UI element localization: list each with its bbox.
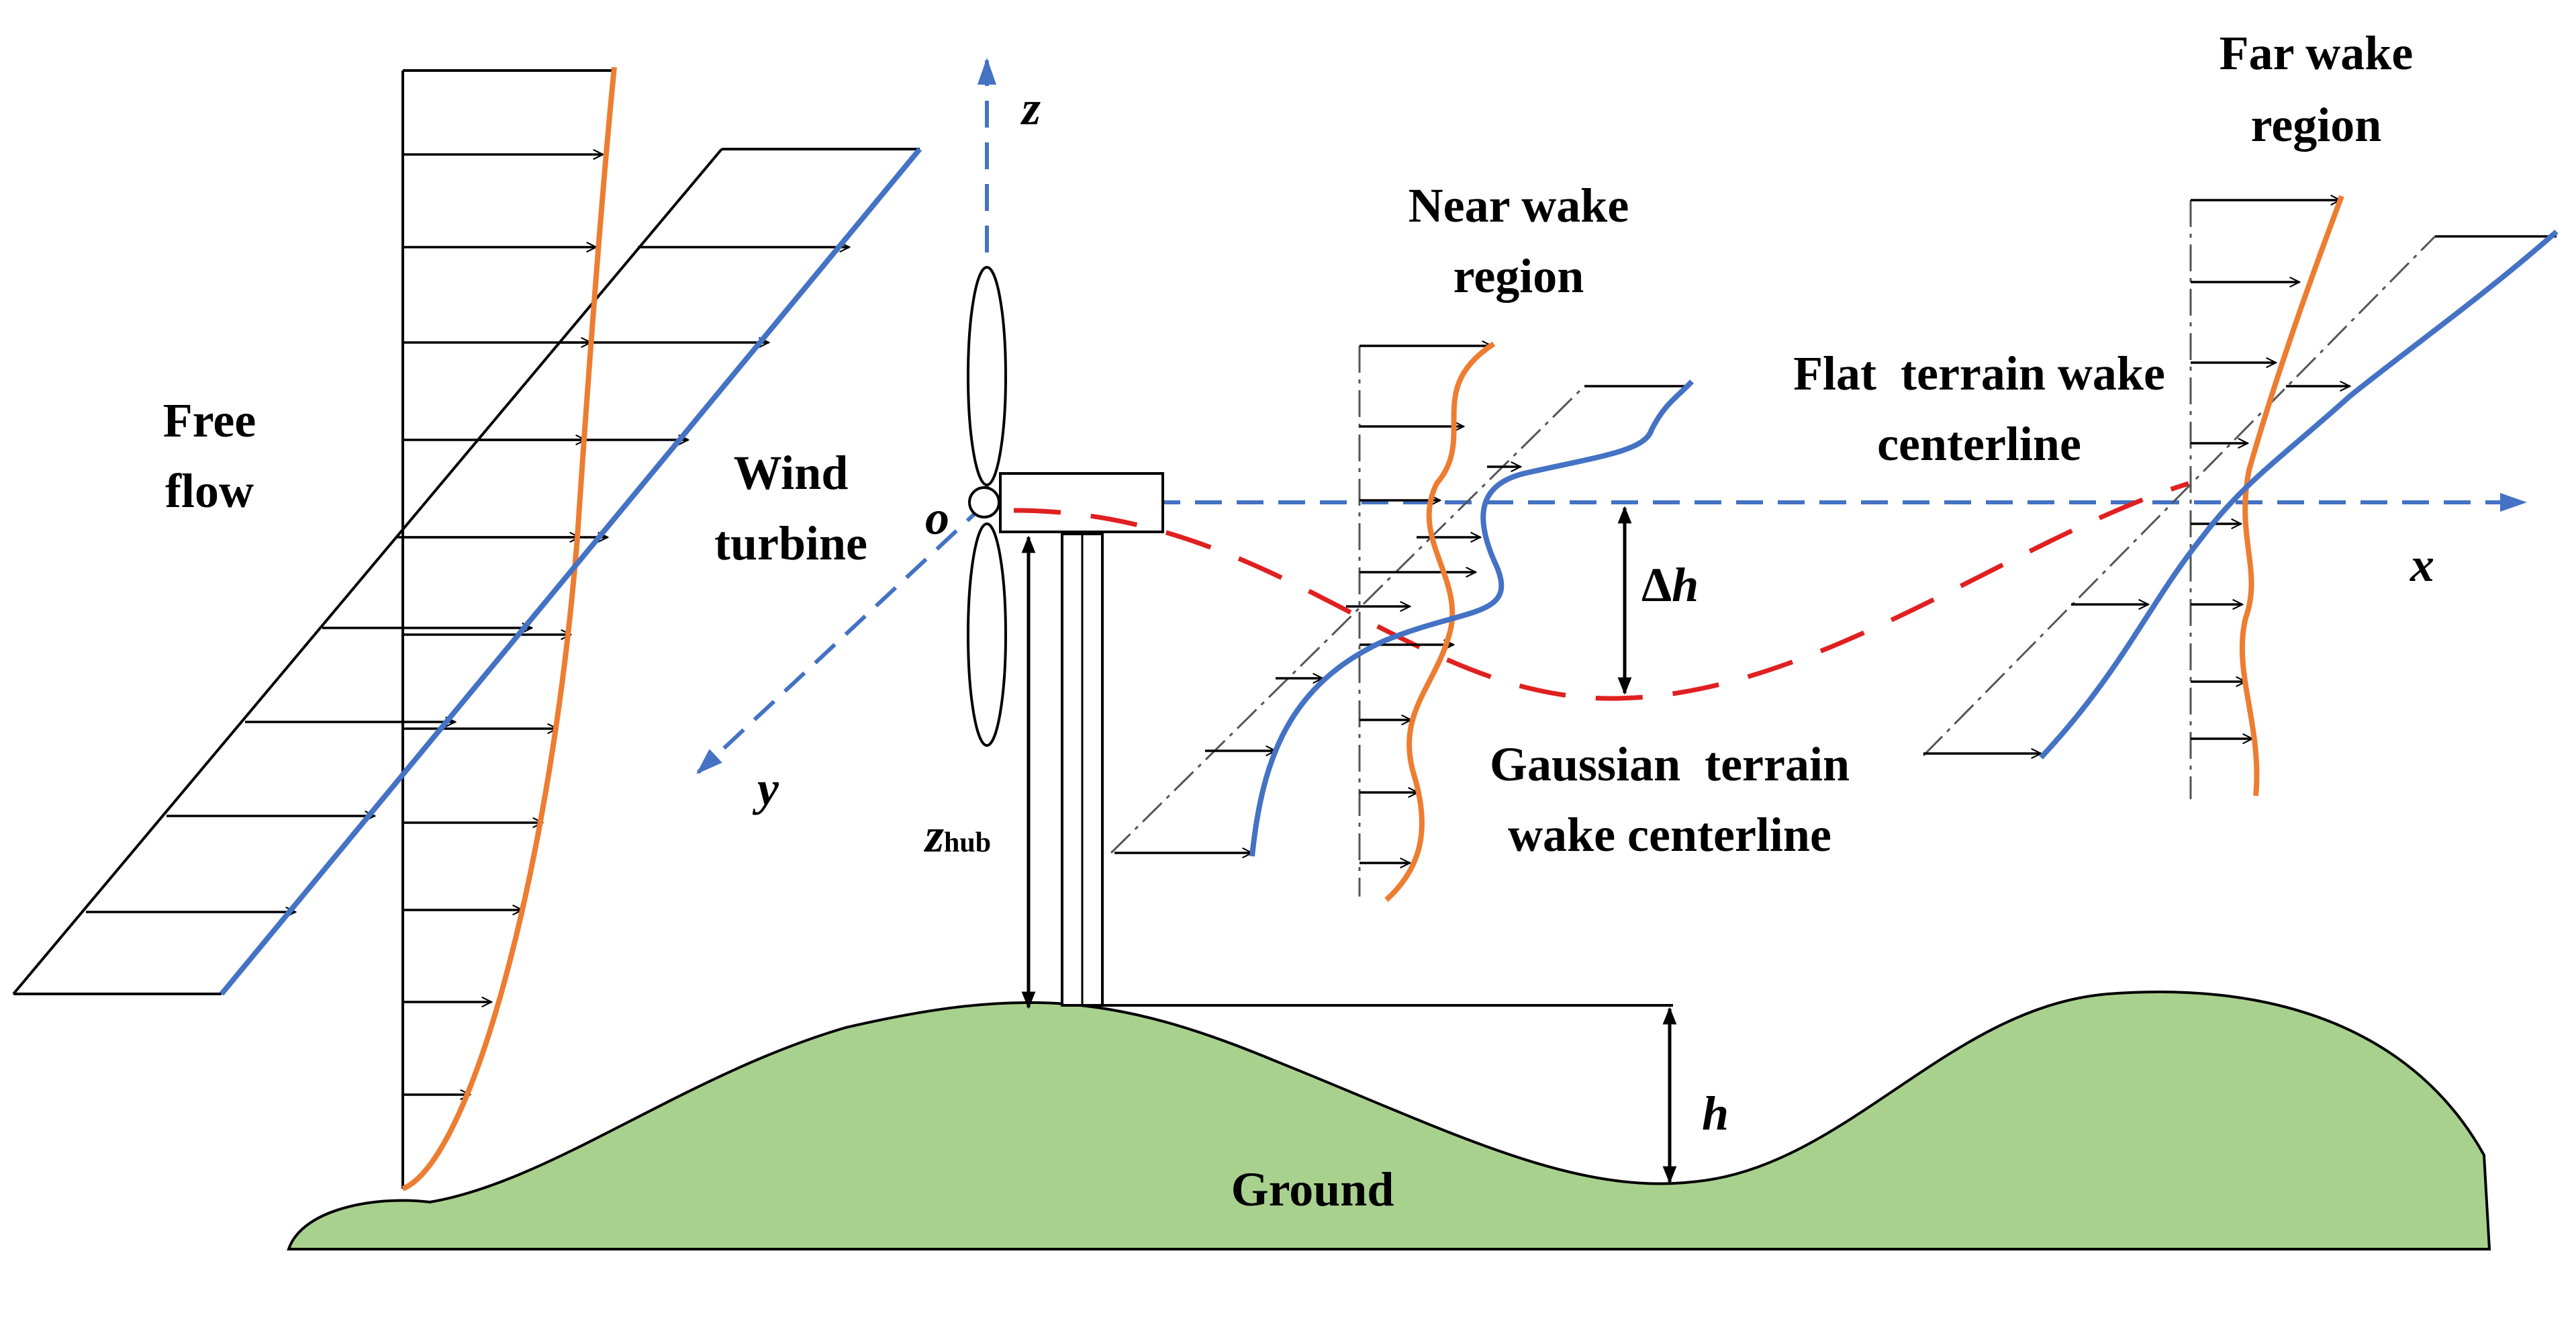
near-wake-label-line1: Near wake bbox=[1409, 179, 1629, 232]
flat-centerline-label-line2: centerline bbox=[1877, 417, 2081, 471]
turbine-blade-lower bbox=[967, 522, 1007, 747]
near-wake-label-line2: region bbox=[1453, 249, 1584, 303]
free-flow-label-line1: Free bbox=[163, 394, 256, 447]
y-axis bbox=[696, 500, 989, 774]
wind-turbine-label-line1: Wind bbox=[734, 446, 849, 500]
turbine-nacelle bbox=[999, 472, 1164, 533]
turbine-blade-upper bbox=[967, 266, 1007, 486]
free-flow-label-line2: flow bbox=[165, 464, 254, 518]
origin-label: o bbox=[925, 491, 949, 545]
delta-h-symbol: Δ bbox=[1641, 558, 1672, 612]
far-wake-profiles bbox=[1922, 195, 2559, 799]
ground-hills bbox=[287, 991, 2491, 1250]
wind-turbine bbox=[967, 266, 1164, 1007]
flat-centerline-label-line1: Flat terrain wake bbox=[1793, 347, 2165, 400]
z-axis-label: z bbox=[1020, 81, 1041, 135]
wind-turbine-label-line2: turbine bbox=[714, 516, 867, 570]
labels: Free flow Wind turbine o z x y Near wake… bbox=[163, 26, 2434, 1216]
z-hub-subscript: hub bbox=[944, 827, 991, 858]
y-axis-label: y bbox=[752, 762, 779, 815]
z-hub-label: zhub bbox=[923, 809, 991, 862]
far-wake-label-line2: region bbox=[2251, 98, 2382, 152]
x-axis-label: x bbox=[2410, 538, 2434, 592]
near-wake-lateral-profile bbox=[1249, 379, 1694, 857]
far-wake-lateral-profile bbox=[2039, 229, 2559, 760]
terrain-height-label: h bbox=[1702, 1087, 1729, 1140]
terrain-height-dimension bbox=[1101, 1004, 1677, 1184]
near-wake-vertical-profile bbox=[1384, 341, 1496, 902]
delta-h-variable: h bbox=[1672, 558, 1699, 612]
turbine-hub bbox=[968, 486, 1000, 518]
near-wake-profiles bbox=[1110, 341, 1694, 902]
gaussian-wake-centerline bbox=[1013, 481, 2190, 701]
gaussian-centerline-label-line2: wake centerline bbox=[1508, 808, 1831, 862]
far-wake-label-line1: Far wake bbox=[2220, 26, 2414, 80]
gaussian-centerline-label-line1: Gaussian terrain bbox=[1490, 737, 1850, 791]
free-flow-profiles bbox=[12, 66, 922, 1191]
ground-label: Ground bbox=[1231, 1162, 1394, 1216]
far-wake-vertical-profile bbox=[2239, 195, 2344, 796]
free-flow-lateral-profile bbox=[219, 147, 922, 996]
z-hub-main: z bbox=[923, 809, 944, 862]
delta-h-label: Δh bbox=[1641, 558, 1699, 612]
free-flow-vertical-profile bbox=[401, 66, 617, 1191]
